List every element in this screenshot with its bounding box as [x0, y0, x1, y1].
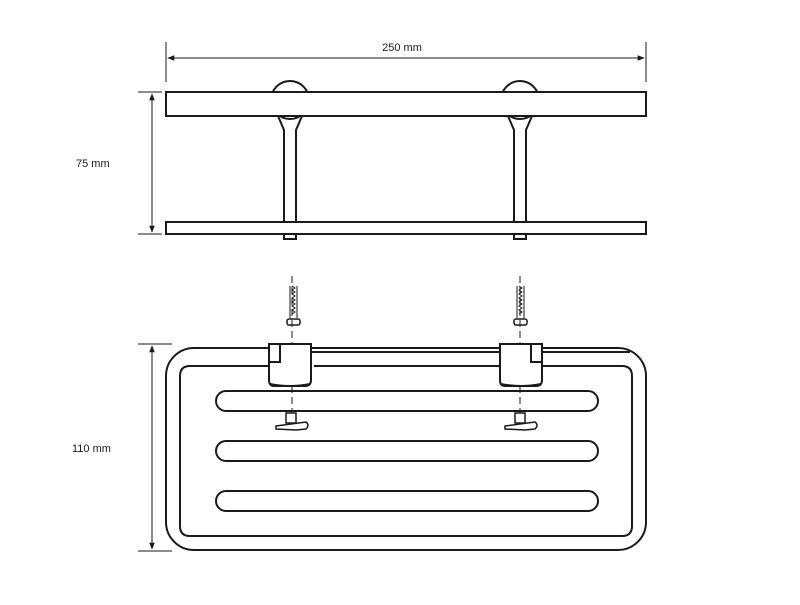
tray-slot-3	[215, 490, 599, 512]
screw-left	[286, 285, 301, 326]
clip-left	[275, 412, 309, 431]
height-label: 75 mm	[76, 158, 110, 170]
shelf-tray-edge	[165, 221, 647, 235]
width-dimension: 250 mm	[165, 42, 647, 82]
depth-label: 110 mm	[72, 443, 111, 455]
shelf-post-left	[277, 115, 303, 222]
mount-bracket-left	[268, 343, 312, 387]
tray-inner-outline	[179, 365, 633, 537]
width-label: 250 mm	[382, 42, 422, 54]
tray-slot-2	[215, 440, 599, 462]
shelf-top-rail	[165, 91, 647, 117]
height-dimension: 75 mm	[76, 91, 162, 235]
post-foot-right	[513, 233, 527, 240]
depth-dimension: 110 mm	[72, 343, 172, 552]
post-foot-left	[283, 233, 297, 240]
top-view: 110 mm	[72, 276, 647, 552]
shelf-post-right	[507, 115, 533, 222]
tray-slot-1	[215, 390, 599, 412]
front-view: 250 mm 75 mm	[76, 42, 647, 240]
clip-right	[504, 412, 538, 431]
tray-outer-outline	[165, 347, 647, 551]
mount-bracket-right	[499, 343, 543, 387]
